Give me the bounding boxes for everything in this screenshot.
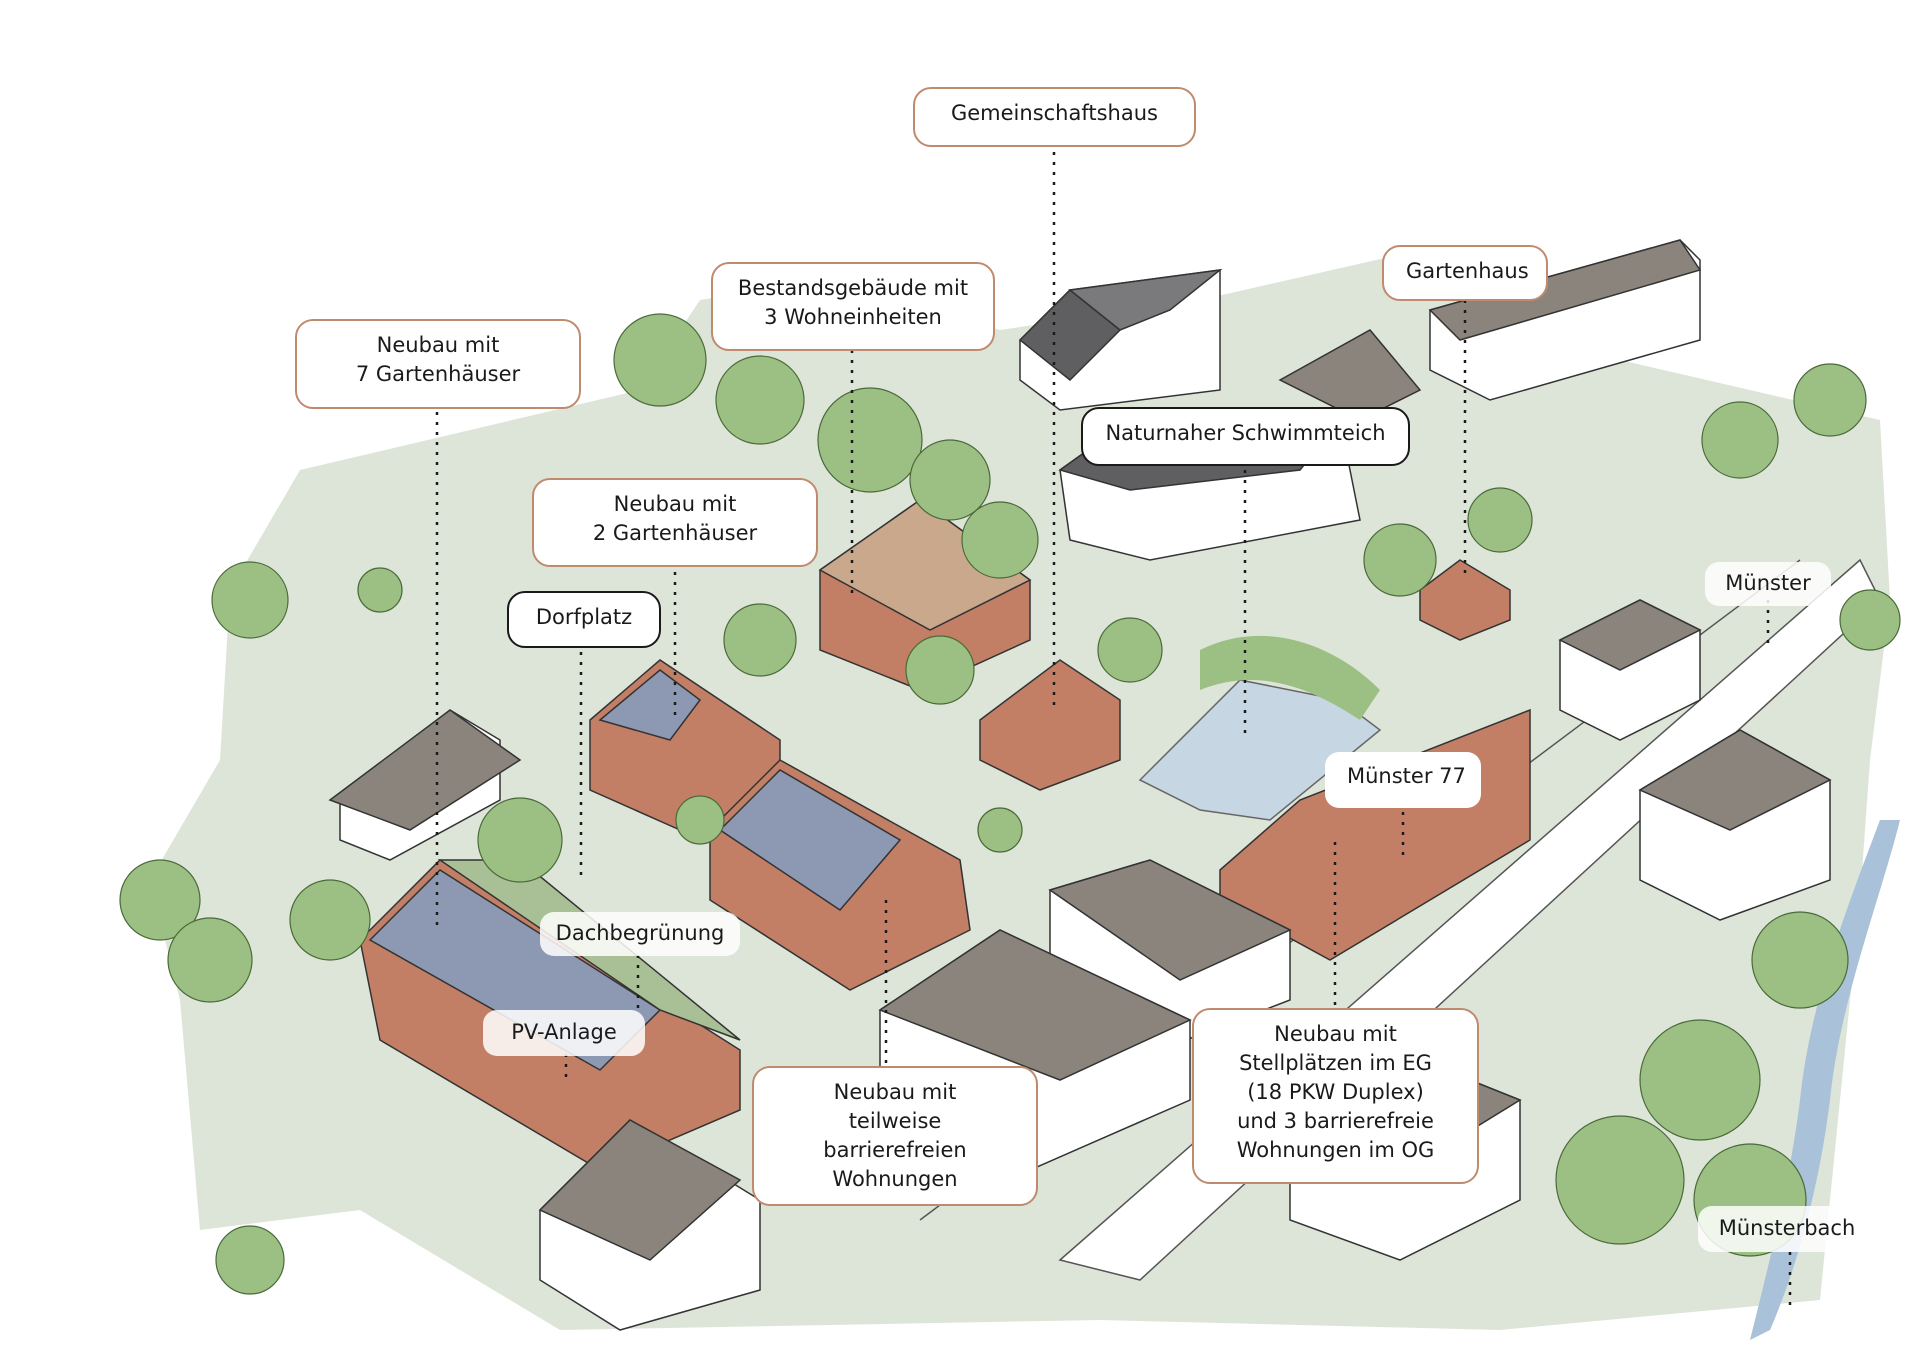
label-gartenhaus: Gartenhaus bbox=[1382, 245, 1548, 301]
tree-icon bbox=[211, 561, 289, 639]
label-gemeinschaftshaus: Gemeinschaftshaus bbox=[913, 87, 1196, 147]
label-neubau-2-gartenhaeuser: Neubau mit 2 Gartenhäuser bbox=[532, 478, 818, 567]
leader-lines bbox=[435, 152, 1792, 1310]
label-neubau-7-gartenhaeuser: Neubau mit 7 Gartenhäuser bbox=[295, 319, 581, 409]
label-dorfplatz: Dorfplatz bbox=[507, 591, 661, 648]
label-neubau-barrierefrei: Neubau mit teilweise barrierefreien Wohn… bbox=[752, 1066, 1038, 1206]
trees bbox=[119, 313, 1901, 1295]
label-muenster-street: Münster bbox=[1705, 562, 1831, 606]
label-dachbegruenung: Dachbegrünung bbox=[540, 912, 740, 956]
label-bestandsgebaeude: Bestandsgebäude mit 3 Wohneinheiten bbox=[711, 262, 995, 351]
pond-reeds bbox=[1200, 635, 1380, 720]
label-neubau-stellplaetze: Neubau mit Stellplätzen im EG (18 PKW Du… bbox=[1192, 1008, 1479, 1184]
label-pv-anlage: PV-Anlage bbox=[483, 1010, 645, 1056]
label-schwimmteich: Naturnaher Schwimmteich bbox=[1081, 407, 1410, 466]
label-muenster-77: Münster 77 bbox=[1325, 752, 1481, 808]
label-muensterbach: Münsterbach bbox=[1698, 1206, 1876, 1252]
